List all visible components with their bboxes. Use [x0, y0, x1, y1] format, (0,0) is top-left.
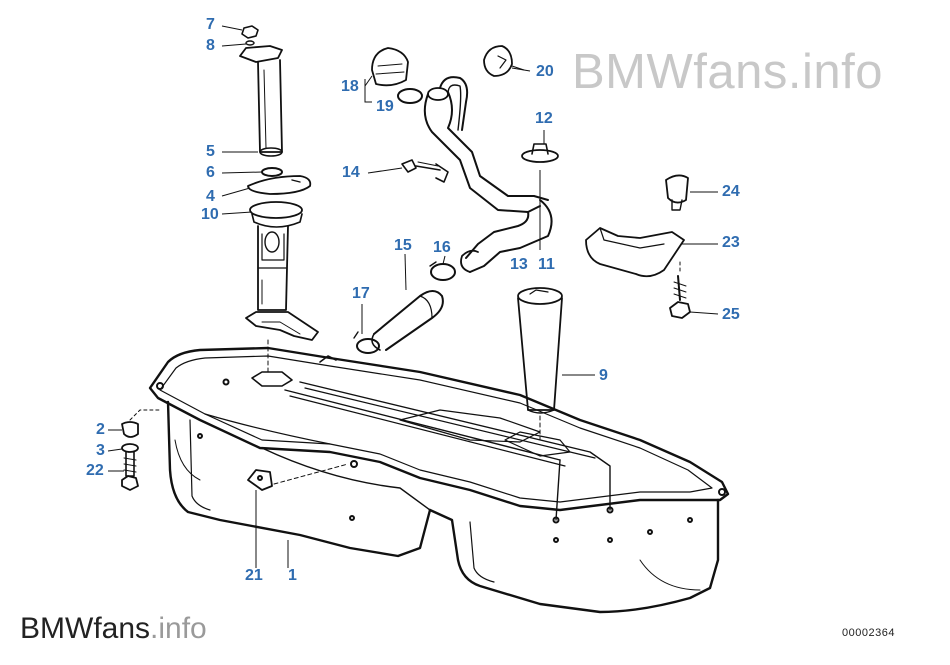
- callout-9[interactable]: 9: [599, 367, 608, 384]
- callout-4[interactable]: 4: [206, 188, 215, 205]
- fuel-pump-assembly: [239, 25, 319, 373]
- callout-2[interactable]: 2: [96, 421, 105, 438]
- watermark-bottom: BMWfans.info: [20, 612, 207, 645]
- callout-18[interactable]: 18: [341, 78, 359, 95]
- bolt-14: [401, 159, 449, 183]
- callout-3[interactable]: 3: [96, 442, 105, 459]
- callout-1[interactable]: 1: [288, 567, 297, 584]
- bracket-21: [247, 463, 349, 491]
- callout-21[interactable]: 21: [245, 567, 263, 584]
- vent-hose: [353, 261, 456, 354]
- filler-tube-9: [517, 287, 563, 441]
- callout-16[interactable]: 16: [433, 239, 451, 256]
- callout-12[interactable]: 12: [535, 110, 553, 127]
- cap-12: [521, 143, 559, 163]
- callout-25[interactable]: 25: [722, 306, 740, 323]
- callout-19[interactable]: 19: [376, 98, 394, 115]
- catalog-number: 00002364: [842, 627, 895, 639]
- leader-lines: [107, 25, 719, 568]
- callout-14[interactable]: 14: [342, 164, 360, 181]
- callout-7[interactable]: 7: [206, 16, 215, 33]
- fuel-tank: [148, 346, 730, 614]
- callout-24[interactable]: 24: [722, 183, 740, 200]
- filler-neck: [371, 45, 553, 273]
- bracket-assembly: [585, 174, 691, 319]
- mounting-parts: [121, 409, 161, 491]
- callout-5[interactable]: 5: [206, 143, 215, 160]
- callout-23[interactable]: 23: [722, 234, 740, 251]
- callout-13[interactable]: 13: [510, 256, 528, 273]
- callout-10[interactable]: 10: [201, 206, 219, 223]
- callout-17[interactable]: 17: [352, 285, 370, 302]
- watermark-top: BMWfans.info: [572, 45, 883, 99]
- callout-20[interactable]: 20: [536, 63, 554, 80]
- callout-6[interactable]: 6: [206, 164, 215, 181]
- callout-11[interactable]: 11: [538, 256, 555, 273]
- callout-8[interactable]: 8: [206, 37, 215, 54]
- callout-22[interactable]: 22: [86, 462, 104, 479]
- callout-15[interactable]: 15: [394, 237, 412, 254]
